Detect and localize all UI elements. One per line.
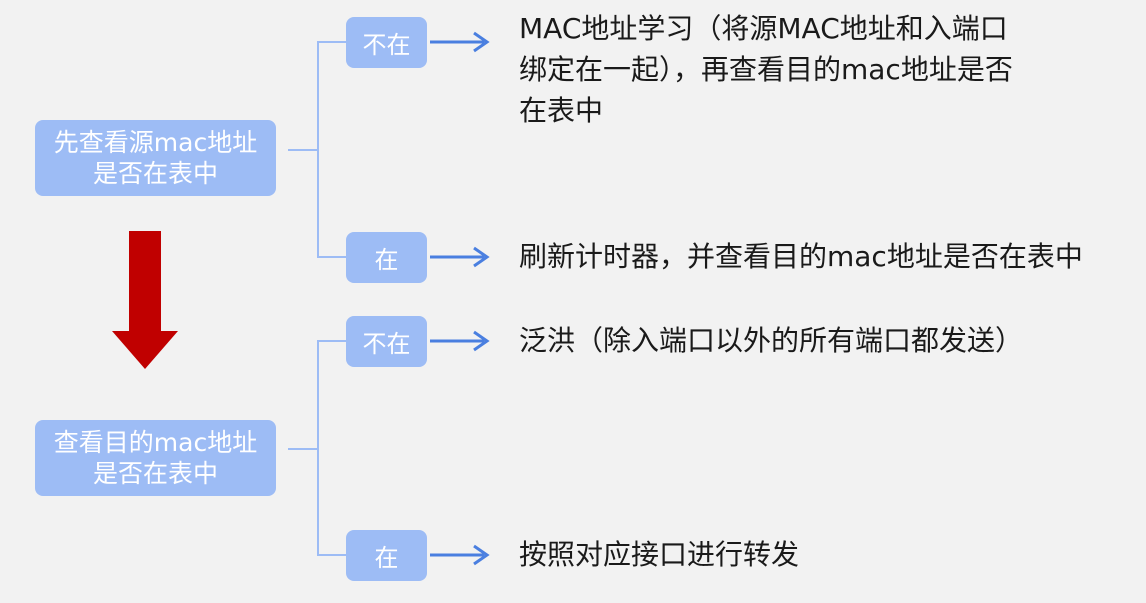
arrow-right-icon — [430, 330, 490, 352]
arrow-right-icon — [430, 544, 490, 566]
condition-tag-in-table: 在 — [346, 530, 427, 581]
condition-tag-label: 不在 — [362, 31, 411, 59]
condition-tag-label: 不在 — [362, 330, 411, 358]
step-text-line-1: 查看目的mac地址 — [53, 428, 258, 457]
arrow-right-icon — [430, 31, 490, 53]
bracket-connector-1 — [288, 41, 346, 258]
step-text-line-2: 是否在表中 — [92, 459, 218, 488]
result-line: 泛洪（除入端口以外的所有端口都发送） — [519, 324, 1024, 357]
condition-tag-label: 在 — [374, 246, 399, 274]
result-line: 按照对应接口进行转发 — [519, 538, 800, 571]
bracket-connector-2 — [288, 340, 346, 556]
condition-tag-label: 在 — [374, 544, 399, 572]
arrow-down-icon — [112, 231, 178, 369]
result-line: 刷新计时器，并查看目的mac地址是否在表中 — [519, 240, 1083, 273]
result-line: 在表中 — [519, 94, 604, 127]
result-text-forward: 按照对应接口进行转发 — [519, 534, 799, 575]
step-text-line-1: 先查看源mac地址 — [53, 128, 258, 157]
arrow-right-icon — [430, 246, 490, 268]
step-box-source-mac-check: 先查看源mac地址 是否在表中 — [35, 120, 276, 196]
condition-tag-in-table: 在 — [346, 232, 427, 283]
result-line: 绑定在一起），再查看目的mac地址是否 — [519, 53, 1013, 86]
result-text-flood: 泛洪（除入端口以外的所有端口都发送） — [519, 320, 1023, 361]
result-line: MAC地址学习（将源MAC地址和入端口 — [519, 12, 1008, 45]
condition-tag-not-in-table: 不在 — [346, 316, 427, 367]
result-text-mac-learning: MAC地址学习（将源MAC地址和入端口 绑定在一起），再查看目的mac地址是否 … — [519, 8, 1013, 131]
step-text-line-2: 是否在表中 — [92, 159, 218, 188]
result-text-refresh-timer: 刷新计时器，并查看目的mac地址是否在表中 — [519, 236, 1083, 277]
condition-tag-not-in-table: 不在 — [346, 17, 427, 68]
step-box-destination-mac-check: 查看目的mac地址 是否在表中 — [35, 420, 276, 496]
